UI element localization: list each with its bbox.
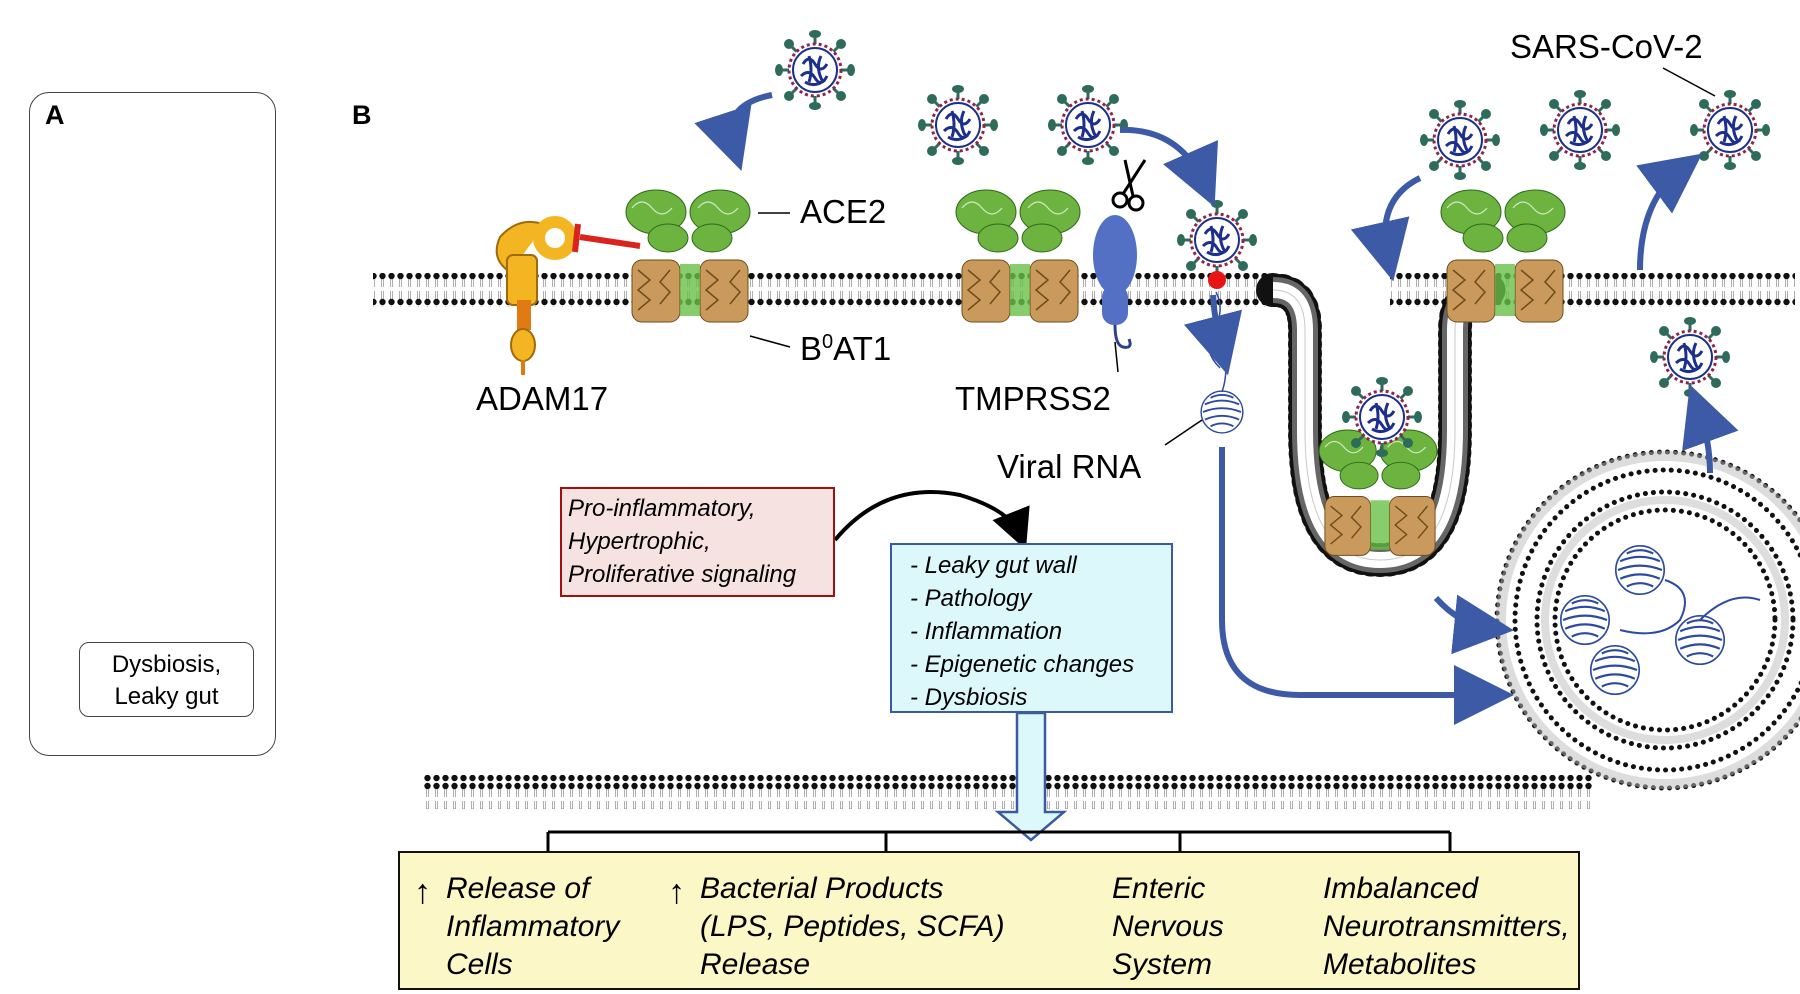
outcome-line: Cells — [446, 948, 513, 981]
dysbiosis-callout: Dysbiosis, Leaky gut — [79, 642, 254, 717]
outcome-line: Neurotransmitters, — [1323, 910, 1570, 943]
viral-rna-label: Viral RNA — [997, 448, 1142, 485]
outcome-enteric-nervous-system: Enteric Nervous System — [1112, 870, 1224, 984]
signaling-box: Pro-inflammatory, Hypertrophic, Prolifer… — [560, 487, 835, 597]
ace2-label: ACE2 — [800, 193, 887, 230]
outcome-line: Release — [700, 948, 811, 981]
b0at1-label: B0AT1 — [800, 330, 891, 368]
signaling-line: Pro-inflammatory, — [568, 495, 756, 522]
increase-arrow-icon: ↑ — [414, 873, 431, 911]
b0at1-rest: AT1 — [833, 330, 892, 367]
tmprss2-label: TMPRSS2 — [955, 380, 1111, 417]
increase-arrow-icon: ↑ — [668, 873, 685, 911]
signaling-line: Hypertrophic, — [568, 528, 711, 555]
outcome-bacterial-products: Bacterial Products (LPS, Peptides, SCFA)… — [700, 870, 1005, 984]
outcome-line: Inflammatory — [446, 910, 620, 943]
adam17-label: ADAM17 — [476, 380, 609, 417]
outcome-line: (LPS, Peptides, SCFA) — [700, 910, 1005, 943]
outcome-line: Nervous — [1112, 910, 1224, 943]
effect-item: - Dysbiosis — [910, 684, 1028, 711]
effects-box: - Leaky gut wall - Pathology - Inflammat… — [890, 543, 1173, 713]
outcome-line: Bacterial Products — [700, 872, 944, 905]
effect-item: - Pathology — [910, 585, 1032, 612]
outcome-neurotransmitters: Imbalanced Neurotransmitters, Metabolite… — [1323, 870, 1570, 984]
outcomes-box — [398, 851, 1580, 990]
callout-line-2: Leaky gut — [114, 683, 219, 710]
b0at1-b: B — [800, 330, 823, 367]
outcome-line: System — [1112, 948, 1213, 981]
outcome-line: Release of — [446, 872, 590, 905]
outcome-inflammatory-cells: Release of Inflammatory Cells — [446, 870, 619, 984]
panel-a-letter: A — [45, 100, 65, 130]
b0at1-superscript: 0 — [822, 331, 834, 353]
outcome-line: Imbalanced — [1323, 872, 1479, 905]
effect-item: - Leaky gut wall — [910, 552, 1077, 579]
callout-line-1: Dysbiosis, — [111, 651, 222, 678]
effect-item: - Inflammation — [910, 618, 1063, 645]
panel-b-letter: B — [352, 100, 372, 130]
sars-cov-2-label: SARS-CoV-2 — [1510, 28, 1703, 65]
outcome-line: Enteric — [1112, 872, 1206, 905]
effect-item: - Epigenetic changes — [910, 651, 1135, 678]
signaling-line: Proliferative signaling — [568, 561, 797, 588]
outcome-line: Metabolites — [1323, 948, 1477, 981]
